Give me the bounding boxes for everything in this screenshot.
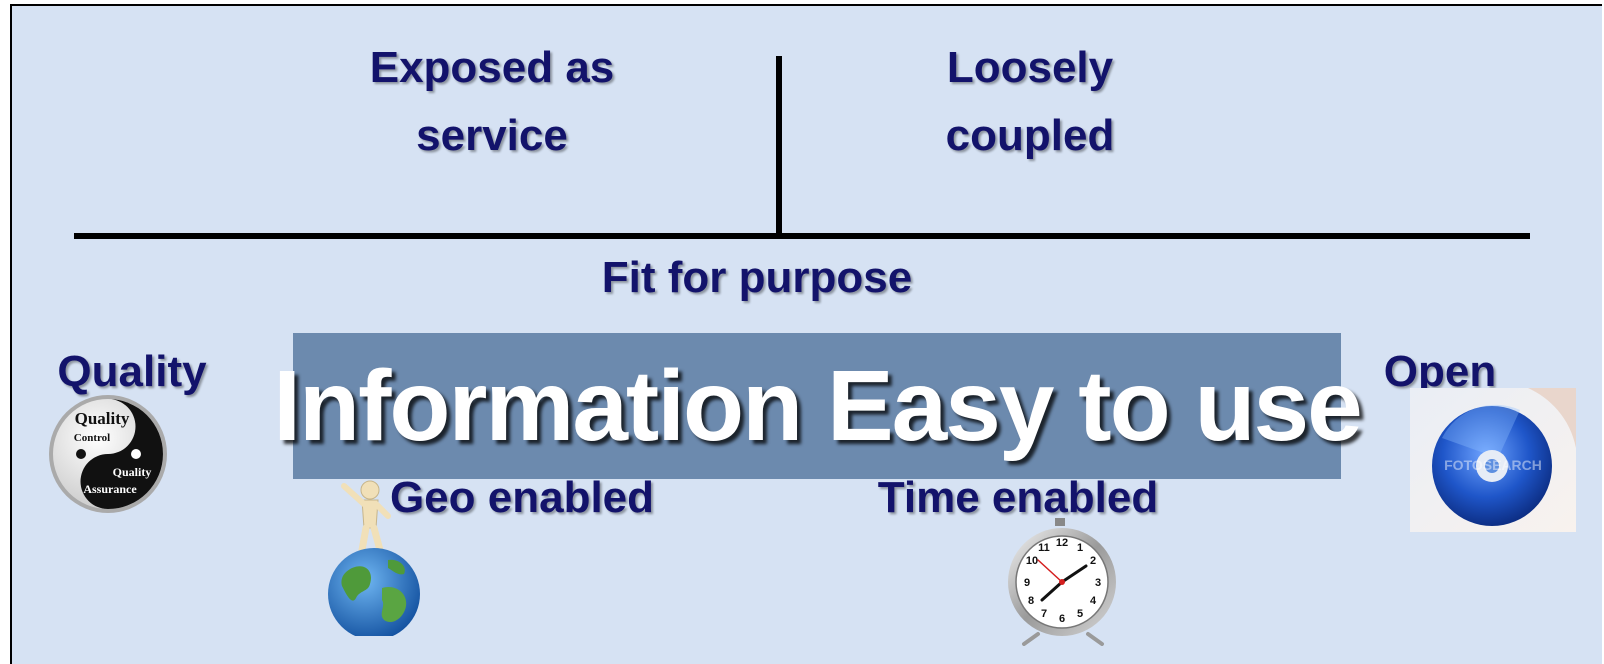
geo-enabled-label: Geo enabled: [389, 473, 655, 522]
vertical-divider: [776, 56, 782, 236]
globe-figure-icon: [328, 480, 420, 636]
svg-text:Quality: Quality: [75, 409, 130, 428]
svg-text:9: 9: [1024, 577, 1030, 589]
horizontal-divider: [74, 233, 1530, 239]
slide: Exposed as service Loosely coupled Fit f…: [10, 4, 1602, 664]
svg-text:5: 5: [1077, 608, 1083, 620]
svg-text:2: 2: [1090, 555, 1096, 567]
svg-text:4: 4: [1090, 595, 1097, 607]
open-label: Open: [1383, 347, 1497, 396]
svg-text:12: 12: [1056, 537, 1068, 549]
exposed-as-service-label: Exposed as service: [369, 43, 615, 160]
quality-badge-icon: Quality Control Quality Assurance: [49, 395, 167, 513]
svg-text:FOTOSEARCH: FOTOSEARCH: [1444, 457, 1542, 473]
svg-text:8: 8: [1028, 595, 1034, 607]
svg-text:6: 6: [1059, 613, 1065, 625]
svg-text:Control: Control: [74, 432, 110, 444]
cd-disc-icon: FOTOSEARCH: [1410, 388, 1576, 532]
banner: Information Easy to use: [273, 333, 1363, 479]
svg-text:1: 1: [1077, 542, 1083, 554]
svg-text:3: 3: [1095, 577, 1101, 589]
svg-text:Quality: Quality: [113, 465, 152, 479]
svg-text:11: 11: [1038, 542, 1050, 554]
time-enabled-label: Time enabled: [877, 473, 1159, 522]
svg-text:7: 7: [1041, 608, 1047, 620]
fit-for-purpose-label: Fit for purpose: [601, 253, 913, 302]
svg-text:Assurance: Assurance: [83, 482, 137, 496]
quality-label: Quality: [57, 347, 207, 396]
banner-title: Information Easy to use: [273, 349, 1363, 462]
loosely-coupled-label: Loosely coupled: [945, 43, 1115, 160]
alarm-clock-icon: 12 1 2 3 4 5 6 7 8 9 10 11: [1008, 518, 1116, 646]
svg-text:10: 10: [1026, 555, 1038, 567]
